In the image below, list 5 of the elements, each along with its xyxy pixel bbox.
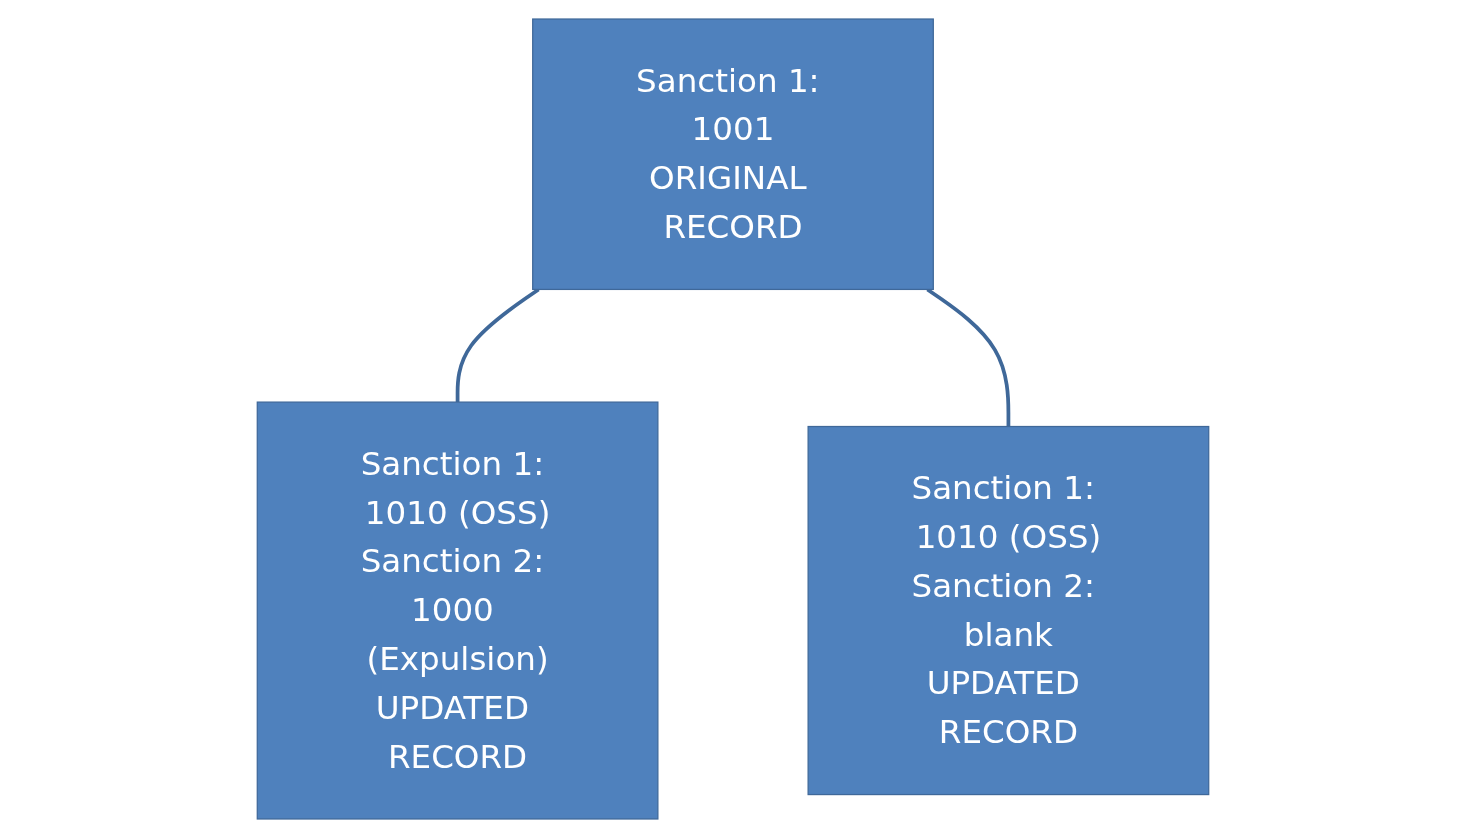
connector <box>455 287 540 403</box>
node-box: Sanction 1: 1010 (OSS) Sanction 2: 1000 (Expulsion) UPDATED RECORD <box>256 401 659 820</box>
node-box: Sanction 1: 1010 (OSS) Sanction 2: blank UPDATED RECORD <box>807 425 1210 796</box>
node-box: Sanction 1: 1001 ORIGINAL RECORD <box>532 18 934 291</box>
connector <box>926 287 1011 427</box>
